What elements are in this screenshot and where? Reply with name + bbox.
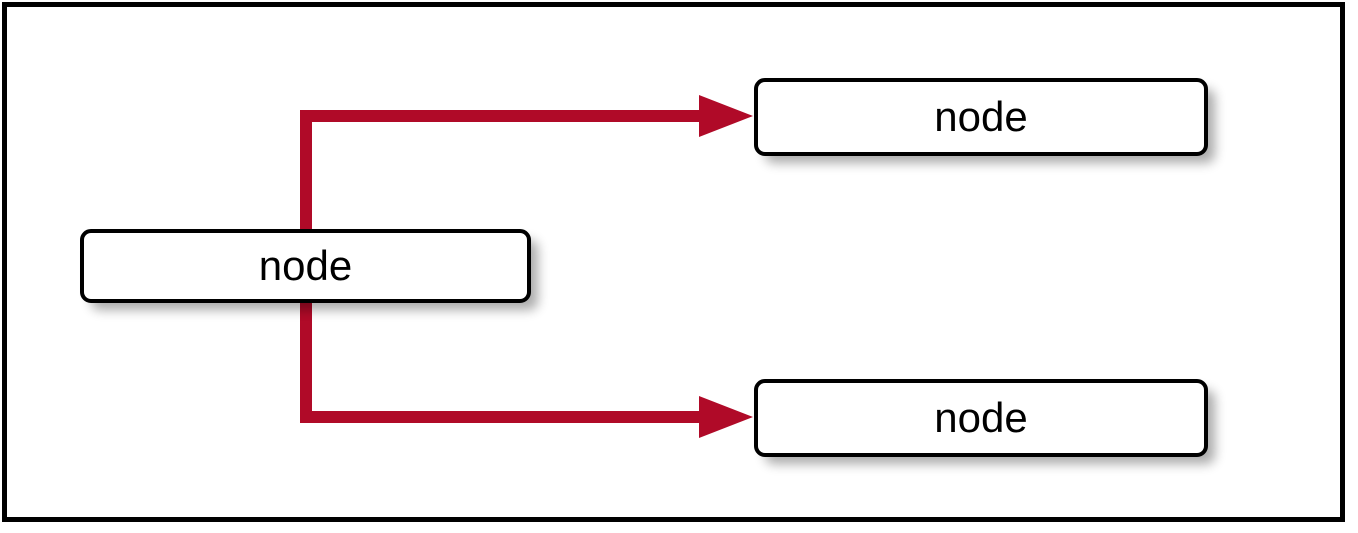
arrowhead-bottom-icon	[699, 396, 753, 438]
node-target-bottom-label: node	[934, 394, 1028, 441]
node-source[interactable]: node	[80, 229, 531, 303]
arrowhead-top-icon	[699, 95, 753, 137]
node-target-top-label: node	[934, 93, 1028, 140]
node-source-label: node	[258, 242, 353, 289]
node-target-bottom[interactable]: node	[754, 379, 1208, 457]
edge-source-to-bottom[interactable]	[300, 116, 702, 423]
node-target-top[interactable]: node	[754, 78, 1208, 156]
